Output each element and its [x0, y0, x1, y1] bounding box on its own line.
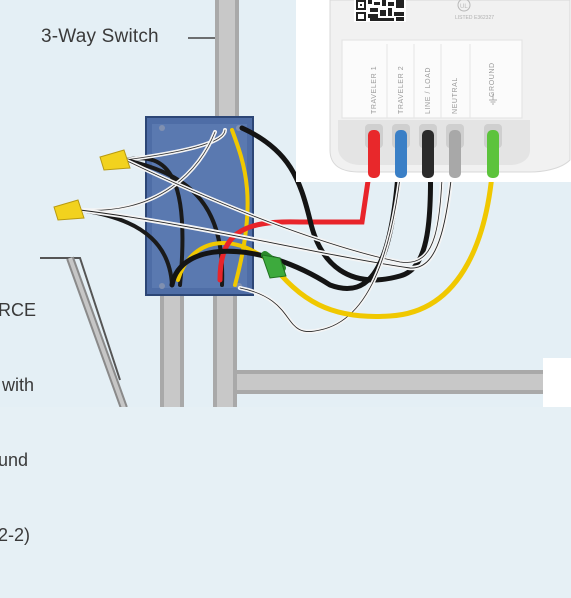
lead-line-load	[422, 130, 434, 178]
ground-symbol-icon	[489, 94, 497, 105]
source-label-line: 2-2)	[0, 525, 31, 545]
source-label-line: und	[0, 450, 29, 470]
terminal-separators	[386, 44, 471, 118]
svg-text:UL: UL	[460, 4, 468, 10]
source-label-line: with	[2, 375, 35, 395]
wiring-svg: UL	[40, 0, 571, 410]
source-label-line: RCE	[0, 300, 37, 320]
cert-mark-text: LISTED	[455, 15, 473, 21]
conduit-top	[215, 0, 239, 132]
terminal-label-ground: GROUND	[489, 62, 496, 97]
terminal-label-line-load: LINE / LOAD	[425, 66, 432, 114]
corner-fill	[543, 358, 571, 407]
source-label: RCE with und 2-2)	[0, 248, 36, 598]
device-leads	[368, 130, 499, 178]
wire-nut-green	[261, 254, 287, 279]
diagram-wires	[77, 125, 497, 334]
wiring-diagram: UL	[0, 0, 571, 545]
terminal-label-neutral: NEUTRAL	[452, 77, 459, 114]
switch-label: 3-Way Switch	[41, 26, 159, 47]
wire-nut-lower	[53, 199, 85, 221]
wire-nut-upper	[99, 149, 131, 171]
cert-code-text: E362327	[474, 15, 495, 21]
junction-box	[145, 116, 254, 296]
terminal-label-traveler-2: TRAVELER 2	[398, 65, 405, 114]
qr-code-icon	[354, 0, 406, 22]
ul-cert-icon: UL	[457, 0, 471, 12]
conduit-right	[213, 285, 543, 407]
terminal-label-traveler-1: TRAVELER 1	[371, 65, 378, 114]
lead-ground	[487, 130, 499, 178]
lead-traveler-2	[395, 130, 407, 178]
conduit-left	[160, 285, 184, 407]
lead-neutral	[449, 130, 461, 178]
lead-traveler-1	[368, 130, 380, 178]
source-cable	[40, 256, 128, 410]
